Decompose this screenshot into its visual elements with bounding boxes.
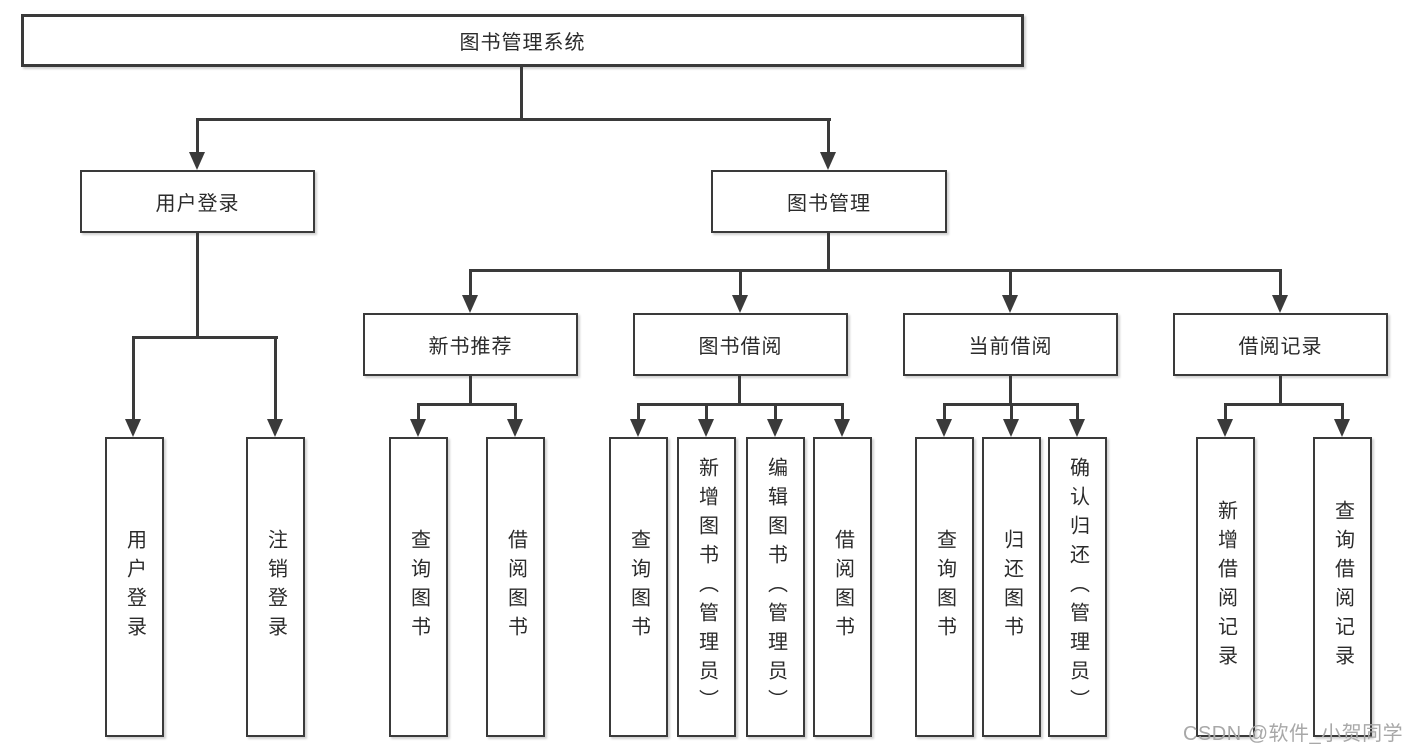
leaf-user-login-label: 用户登录 (123, 529, 146, 645)
leaf-borrow-borrow-books-label: 借阅图书 (831, 529, 854, 645)
node-book-borrow-label: 图书借阅 (698, 336, 783, 358)
leaf-borrow-borrow-books: 借阅图书 (813, 437, 872, 737)
connector-arrow (410, 419, 426, 437)
leaf-newrec-query-books-label: 查询图书 (407, 529, 430, 645)
connector-line (469, 269, 1282, 272)
leaf-logout: 注销登录 (246, 437, 305, 737)
connector-line (520, 67, 523, 118)
leaf-current-confirm-return-admin: 确认归还（管理员） (1048, 437, 1107, 737)
connector-line (637, 403, 844, 406)
connector-line (1224, 403, 1344, 406)
leaf-user-login: 用户登录 (105, 437, 164, 737)
leaf-borrow-edit-books-admin: 编辑图书（管理员） (746, 437, 805, 737)
node-new-book-recommend-label: 新书推荐 (428, 336, 513, 358)
connector-line (469, 269, 472, 296)
connector-line (196, 118, 831, 121)
connector-arrow (267, 419, 283, 437)
leaf-borrow-add-books-admin-label: 新增图书（管理员） (695, 456, 718, 718)
connector-line (417, 403, 517, 406)
connector-line (841, 403, 844, 420)
leaf-borrow-query-books: 查询图书 (609, 437, 668, 737)
leaf-newrec-query-books: 查询图书 (389, 437, 448, 737)
connector-arrow (630, 419, 646, 437)
connector-arrow (1334, 419, 1350, 437)
connector-line (274, 336, 277, 420)
leaf-records-query-record-label: 查询借阅记录 (1331, 500, 1354, 674)
leaf-borrow-edit-books-admin-label: 编辑图书（管理员） (764, 456, 787, 718)
connector-arrow (1003, 419, 1019, 437)
connector-line (1224, 403, 1227, 420)
leaf-records-add-record-label: 新增借阅记录 (1214, 500, 1237, 674)
node-current-borrow-label: 当前借阅 (968, 336, 1053, 358)
connector-arrow (820, 152, 836, 170)
node-root-label: 图书管理系统 (459, 32, 586, 54)
leaf-newrec-borrow-books: 借阅图书 (486, 437, 545, 737)
connector-line (196, 118, 199, 154)
csdn-watermark: CSDN @软件_小贺同学 (1183, 723, 1404, 745)
connector-arrow (1069, 419, 1085, 437)
node-user-login: 用户登录 (80, 170, 315, 233)
connector-line (739, 269, 742, 296)
connector-arrow (125, 419, 141, 437)
leaf-borrow-add-books-admin: 新增图书（管理员） (677, 437, 736, 737)
leaf-logout-label: 注销登录 (264, 529, 287, 645)
connector-arrow (732, 295, 748, 313)
connector-arrow (507, 419, 523, 437)
connector-arrow (698, 419, 714, 437)
connector-arrow (834, 419, 850, 437)
leaf-newrec-borrow-books-label: 借阅图书 (504, 529, 527, 645)
connector-line (827, 118, 830, 154)
connector-line (943, 403, 946, 420)
node-current-borrow: 当前借阅 (903, 313, 1118, 376)
leaf-current-query-books-label: 查询图书 (933, 529, 956, 645)
leaf-records-query-record: 查询借阅记录 (1313, 437, 1372, 737)
node-book-borrow: 图书借阅 (633, 313, 848, 376)
connector-line (1076, 403, 1079, 420)
connector-arrow (1002, 295, 1018, 313)
connector-arrow (936, 419, 952, 437)
node-borrow-records: 借阅记录 (1173, 313, 1388, 376)
leaf-current-return-books: 归还图书 (982, 437, 1041, 737)
connector-line (1279, 269, 1282, 296)
connector-arrow (1217, 419, 1233, 437)
node-new-book-recommend: 新书推荐 (363, 313, 578, 376)
leaf-borrow-query-books-label: 查询图书 (627, 529, 650, 645)
node-borrow-records-label: 借阅记录 (1238, 336, 1323, 358)
connector-line (132, 336, 278, 339)
node-root: 图书管理系统 (21, 14, 1024, 67)
connector-line (417, 403, 420, 420)
connector-line (196, 233, 199, 337)
connector-line (1010, 403, 1013, 420)
connector-line (1341, 403, 1344, 420)
connector-line (738, 376, 741, 405)
connector-arrow (767, 419, 783, 437)
connector-arrow (189, 152, 205, 170)
connector-line (705, 403, 708, 420)
node-book-management: 图书管理 (711, 170, 947, 233)
connector-line (1009, 376, 1012, 405)
connector-line (132, 336, 135, 420)
connector-line (774, 403, 777, 420)
connector-line (469, 376, 472, 405)
connector-line (1009, 269, 1012, 296)
leaf-current-return-books-label: 归还图书 (1000, 529, 1023, 645)
connector-line (827, 233, 830, 271)
connector-line (1279, 376, 1282, 405)
connector-arrow (1272, 295, 1288, 313)
leaf-records-add-record: 新增借阅记录 (1196, 437, 1255, 737)
connector-arrow (462, 295, 478, 313)
leaf-current-confirm-return-admin-label: 确认归还（管理员） (1066, 456, 1089, 718)
leaf-current-query-books: 查询图书 (915, 437, 974, 737)
node-user-login-label: 用户登录 (155, 193, 240, 215)
connector-line (514, 403, 517, 420)
connector-line (637, 403, 640, 420)
node-book-management-label: 图书管理 (787, 193, 871, 215)
